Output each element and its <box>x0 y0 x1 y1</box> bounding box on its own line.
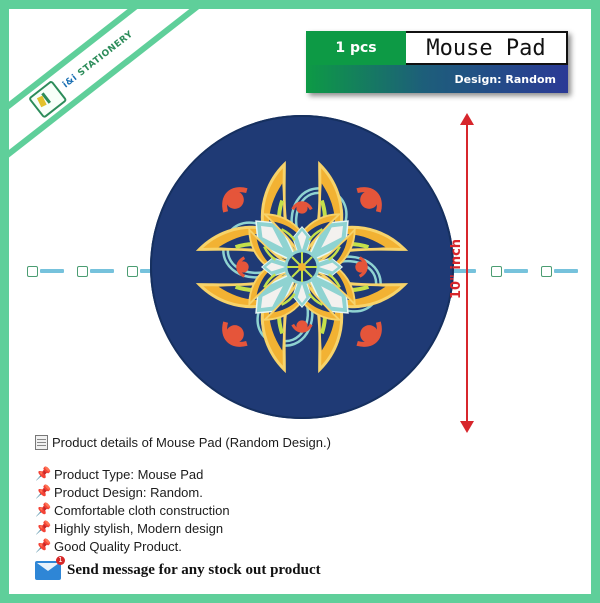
list-item: 📌 Product Type: Mouse Pad <box>35 465 435 483</box>
detail-text: Highly stylish, Modern design <box>54 520 224 536</box>
detail-text: Good Quality Product. <box>54 538 182 554</box>
title-badge: 1 pcs Mouse Pad Design: Random <box>306 31 568 93</box>
list-item: 📌 Highly stylish, Modern design <box>35 519 435 537</box>
detail-text: Product Design: Random. <box>54 484 203 500</box>
logo-wordmark: i&i STATIONERY <box>61 29 135 90</box>
product-title: Mouse Pad <box>406 31 568 65</box>
watermark-logo <box>77 264 117 278</box>
pushpin-icon: 📌 <box>35 484 52 499</box>
quantity-label: 1 pcs <box>306 31 406 65</box>
pushpin-icon: 📌 <box>35 520 52 535</box>
detail-text: Product Type: Mouse Pad <box>54 466 204 482</box>
list-item: 📌 Product Design: Random. <box>35 483 435 501</box>
notepad-icon <box>35 434 48 450</box>
details-heading: Product details of Mouse Pad (Random Des… <box>52 434 331 450</box>
detail-text: Comfortable cloth construction <box>54 502 230 518</box>
size-label: 10" inch <box>449 238 464 299</box>
notification-badge: 1 <box>56 556 65 565</box>
details-heading-row: Product details of Mouse Pad (Random Des… <box>35 431 435 453</box>
logo-line-2: i&i <box>61 72 80 91</box>
watermark-logo <box>491 264 531 278</box>
pushpin-icon: 📌 <box>35 502 52 517</box>
list-item: 📌 Good Quality Product. <box>35 537 435 555</box>
watermark-logo <box>27 264 67 278</box>
list-item: 📌 Comfortable cloth construction <box>35 501 435 519</box>
pushpin-icon: 📌 <box>35 466 52 481</box>
stock-message-text: Send message for any stock out product <box>67 562 321 578</box>
measure-arrow-icon <box>460 113 474 433</box>
logo-line-1: STATIONERY <box>76 29 136 79</box>
pushpin-icon: 📌 <box>35 538 52 553</box>
product-details: Product details of Mouse Pad (Random Des… <box>35 431 435 555</box>
stock-message: 1 Send message for any stock out product <box>35 556 321 580</box>
mouse-pad-image <box>150 115 454 419</box>
design-label: Design: Random <box>454 72 556 86</box>
mail-icon: 1 <box>35 556 65 580</box>
watermark-logo <box>541 264 581 278</box>
logo-icon <box>27 79 68 119</box>
